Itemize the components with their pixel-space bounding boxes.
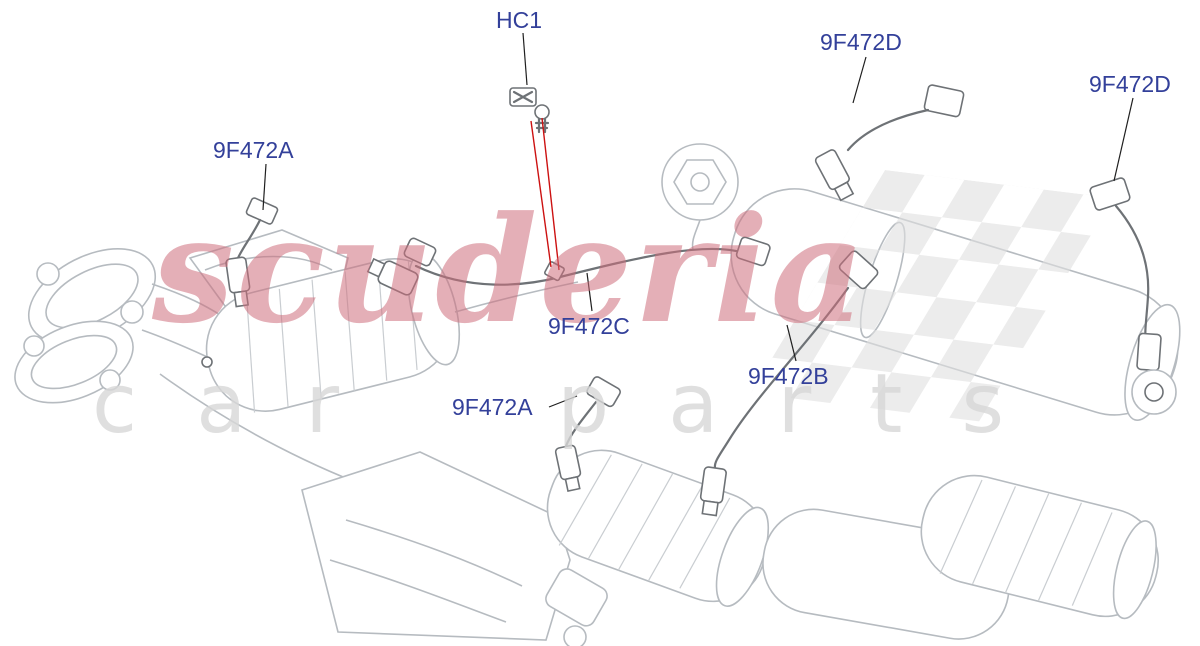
lower-heat-shield [301,451,571,641]
part-label-9f472a-lower[interactable]: 9F472A [452,394,533,420]
oxygen-sensor-9f472d-right [1089,177,1177,415]
leader-9f472d-left [852,56,867,104]
leader-lines [262,32,1134,408]
checkered-flag-watermark [750,170,1114,422]
part-label-hc1[interactable]: HC1 [496,7,543,33]
part-label-9f472d-left[interactable]: 9F472D [820,29,902,55]
upper-catalytic-converter [205,252,461,413]
flange-bolt [201,356,213,368]
leader-9f472b [786,324,797,362]
connecting-pipe [454,281,579,313]
leader-hc1 [522,32,528,86]
part-label-9f472c[interactable]: 9F472C [548,313,630,339]
part-label-9f472a-upper[interactable]: 9F472A [213,137,294,163]
leader-9f472c [586,272,593,312]
oxygen-sensor-9f472b [699,250,879,517]
leader-red-hc1-2 [541,117,560,271]
retainer-clip-hc1 [509,87,550,134]
leader-red-hc1-1 [530,120,552,268]
leader-9f472a-lower [548,395,578,408]
part-label-9f472d-right[interactable]: 9F472D [1089,71,1171,97]
leader-9f472d-right [1113,97,1134,182]
part-label-9f472b[interactable]: 9F472B [748,363,829,389]
rear-catalytic-converter [920,474,1160,620]
oxygen-sensor-9f472a-lower [554,376,621,493]
oxygen-sensor-9f472d-left [814,84,965,202]
downpipe-flange [545,568,608,646]
oxygen-sensor-harness-9f472c [366,236,771,296]
oxygen-sensor-9f472a-upper [225,197,279,308]
exhaust-hanger-isolator [661,143,739,251]
leader-9f472a-upper [262,163,267,211]
exhaust-manifold-flanges [14,248,383,493]
